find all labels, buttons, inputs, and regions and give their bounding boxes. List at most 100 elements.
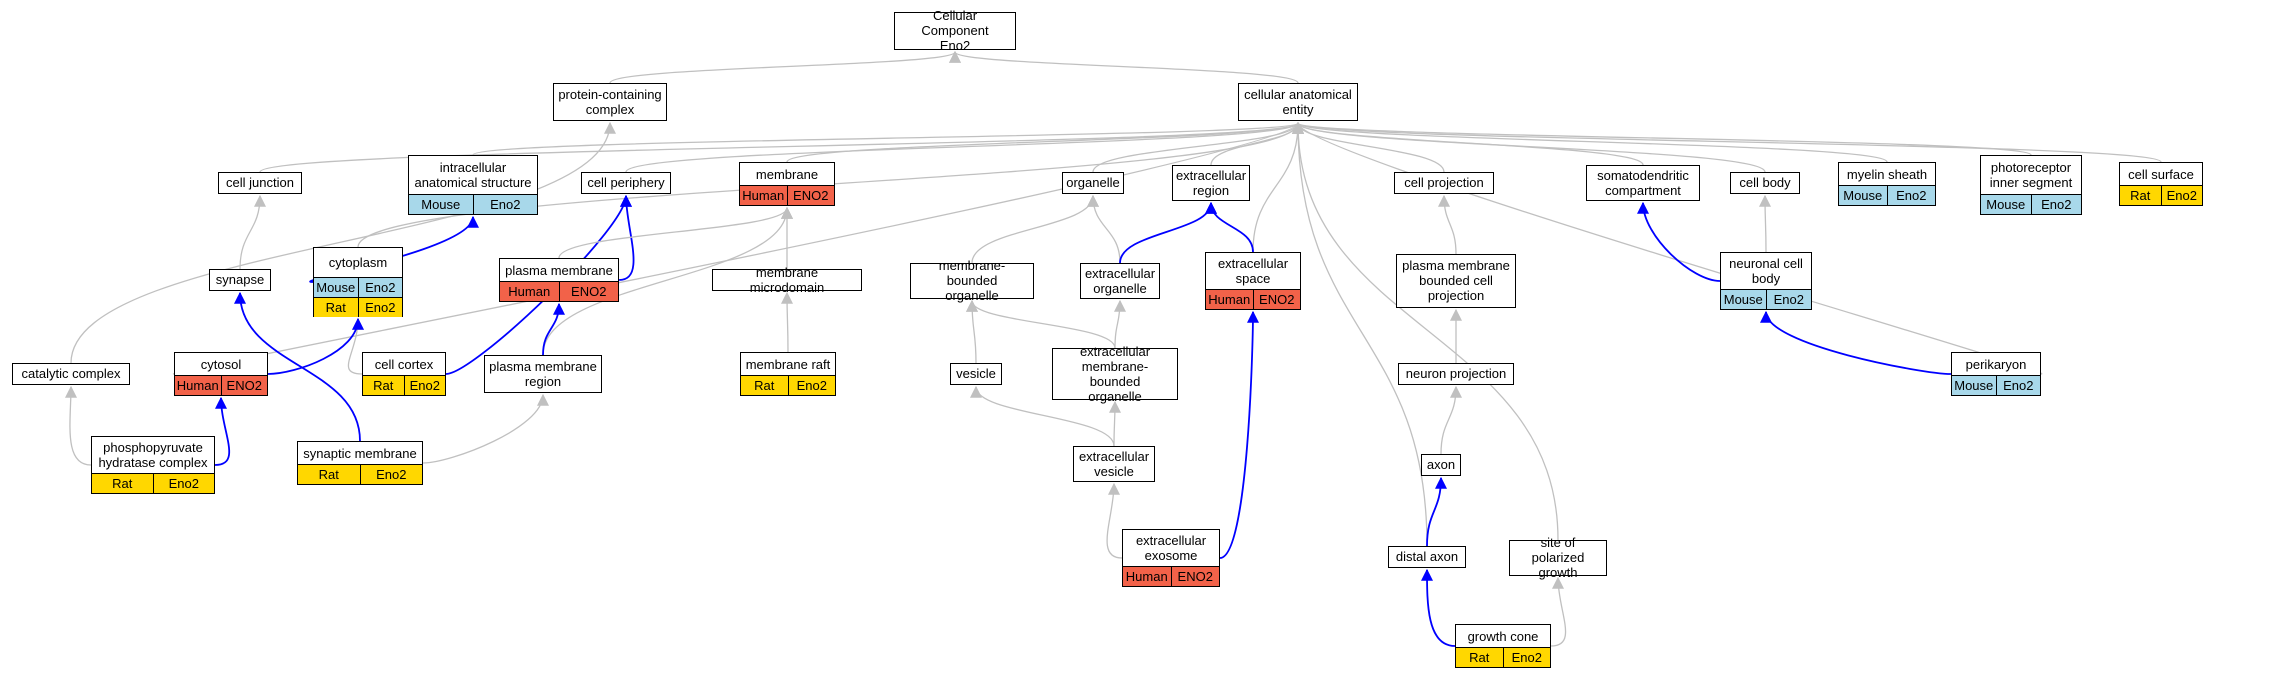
node-cc-root[interactable]: Cellular Component Eno2 bbox=[894, 8, 1016, 53]
node-title: distal axon bbox=[1395, 549, 1459, 564]
node-extracellular-organelle[interactable]: extracellular organelle bbox=[1080, 263, 1160, 299]
edge-neuronal-cell-body-to-cell-body bbox=[1759, 194, 1772, 253]
node-organelle[interactable]: organelle bbox=[1062, 172, 1124, 194]
badge-mouse-gene: Eno2 bbox=[2030, 195, 2081, 214]
node-somatodendritic[interactable]: somatodendritic compartment bbox=[1586, 165, 1700, 201]
node-title: cell body bbox=[1739, 175, 1791, 190]
edge-cell-anat-entity-to-cc-root bbox=[949, 50, 1299, 84]
badge-rat-gene: Eno2 bbox=[152, 474, 214, 493]
node-cell-junction[interactable]: cell junction bbox=[218, 172, 302, 194]
badge-rat-gene: Eno2 bbox=[2160, 186, 2202, 205]
node-cell-projection[interactable]: cell projection bbox=[1394, 172, 1494, 194]
edge-extracellular-exosome-to-extracellular-vesicle bbox=[1106, 482, 1123, 559]
node-title: Cellular Component Eno2 bbox=[921, 8, 989, 53]
node-title: extracellular space bbox=[1217, 256, 1289, 286]
node-title: cell projection bbox=[1404, 175, 1484, 190]
node-pm-bounded-projection[interactable]: plasma membrane bounded cell projection bbox=[1396, 254, 1516, 308]
node-title: myelin sheath bbox=[1846, 166, 1928, 182]
edge-cell-body-to-cell-anat-entity bbox=[1292, 121, 1766, 173]
edge-distal-axon-to-axon bbox=[1426, 476, 1447, 547]
node-extra-mb-organelle[interactable]: extracellular membrane-bounded organelle bbox=[1052, 344, 1178, 404]
edge-synaptic-membrane-to-synapse bbox=[234, 291, 361, 442]
badge-mouse-species: Mouse bbox=[314, 278, 358, 297]
edge-membrane-to-cell-anat-entity bbox=[786, 121, 1304, 163]
node-membrane-microdomain[interactable]: membrane microdomain bbox=[712, 265, 862, 295]
node-title: cell cortex bbox=[374, 356, 434, 372]
edge-neuronal-cell-body-to-somatodendritic bbox=[1637, 201, 1721, 282]
edge-intracellular-anat-to-cell-anat-entity bbox=[472, 121, 1304, 156]
node-title: cellular anatomical entity bbox=[1244, 86, 1352, 117]
node-cell-anat-entity[interactable]: cellular anatomical entity bbox=[1238, 83, 1358, 121]
edge-polarized-growth-to-cell-anat-entity bbox=[1292, 121, 1559, 541]
node-neuron-projection[interactable]: neuron projection bbox=[1398, 363, 1514, 385]
node-extracellular-region[interactable]: extracellular region bbox=[1172, 165, 1250, 201]
badge-rat-species: Rat bbox=[298, 465, 360, 484]
edge-pyruvate-complex-to-cytosol bbox=[214, 396, 231, 466]
node-title: extracellular exosome bbox=[1135, 533, 1207, 563]
node-cell-periphery[interactable]: cell periphery bbox=[581, 172, 671, 194]
badge-mouse-species: Mouse bbox=[1952, 376, 1996, 395]
badge-human-gene: ENO2 bbox=[220, 376, 267, 395]
edge-pm-region-to-plasma-membrane bbox=[542, 302, 565, 356]
node-title: membrane raft bbox=[745, 356, 831, 372]
node-extracellular-vesicle[interactable]: extracellular vesicle bbox=[1073, 446, 1155, 482]
badge-mouse-gene: Eno2 bbox=[1886, 186, 1935, 205]
node-title: photoreceptor inner segment bbox=[1989, 160, 2073, 190]
node-axon[interactable]: axon bbox=[1421, 454, 1461, 476]
edge-cytosol-to-cytoplasm bbox=[267, 317, 364, 375]
node-title: intracellular anatomical structure bbox=[414, 160, 532, 190]
edge-cell-cortex-to-cytoplasm bbox=[347, 317, 364, 375]
node-distal-axon[interactable]: distal axon bbox=[1388, 546, 1466, 568]
badge-mouse-gene: Eno2 bbox=[472, 195, 537, 214]
badge-rat-gene: Eno2 bbox=[1502, 648, 1550, 667]
node-title: neuronal cell body bbox=[1729, 256, 1803, 286]
node-title: organelle bbox=[1066, 175, 1120, 190]
edge-pyruvate-complex-to-catalytic-complex bbox=[64, 385, 92, 466]
edge-cell-junction-to-cell-anat-entity bbox=[259, 121, 1304, 173]
edge-extra-mb-organelle-to-extracellular-organelle bbox=[1113, 299, 1126, 349]
node-title: vesicle bbox=[956, 366, 996, 381]
node-catalytic-complex[interactable]: catalytic complex bbox=[12, 363, 130, 385]
edge-cell-surface-to-cell-anat-entity bbox=[1292, 121, 2162, 163]
node-vesicle[interactable]: vesicle bbox=[950, 363, 1002, 385]
edge-synaptic-membrane-to-pm-region bbox=[422, 393, 549, 464]
node-title: cytosol bbox=[200, 356, 242, 372]
edge-distal-axon-to-cell-anat-entity bbox=[1292, 121, 1428, 547]
node-polarized-growth[interactable]: site of polarized growth bbox=[1509, 535, 1607, 580]
node-membrane-bounded-organelle[interactable]: membrane-bounded organelle bbox=[910, 258, 1034, 303]
node-protein-complex[interactable]: protein-containing complex bbox=[553, 83, 667, 121]
edge-growth-cone-to-polarized-growth bbox=[1550, 576, 1567, 647]
edge-extracellular-space-to-extracellular-region bbox=[1205, 201, 1254, 253]
badge-rat-gene: Eno2 bbox=[357, 298, 402, 317]
node-synapse[interactable]: synapse bbox=[209, 269, 271, 291]
node-cell-body[interactable]: cell body bbox=[1730, 172, 1800, 194]
node-pm-region[interactable]: plasma membrane region bbox=[484, 355, 602, 393]
edge-extracellular-vesicle-to-extra-mb-organelle bbox=[1108, 400, 1121, 447]
